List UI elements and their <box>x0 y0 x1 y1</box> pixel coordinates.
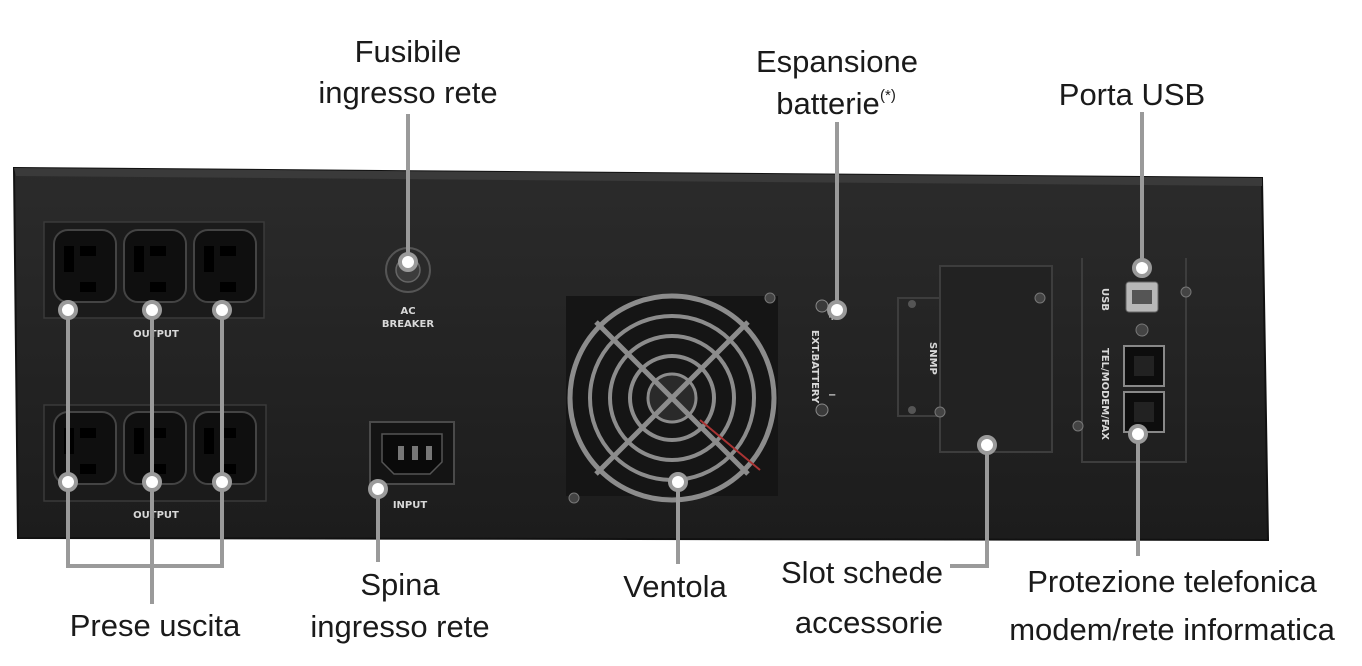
usb-tel-block: USB TEL/MODEM/FAX <box>1072 258 1192 463</box>
callout-dot <box>142 300 162 320</box>
callout-dot <box>1128 424 1148 444</box>
callout-slot: Slot schede accessorie <box>781 555 943 640</box>
callout-slot-line1: Slot schede <box>781 555 943 590</box>
callout-espansione-sup: (*) <box>880 87 896 104</box>
callout-dot <box>58 472 78 492</box>
callout-dot <box>142 472 162 492</box>
callout-ventola: Ventola <box>623 569 727 604</box>
callout-dot <box>1132 258 1152 278</box>
output-label-top: OUTPUT <box>133 329 179 340</box>
callout-usb-line1: Porta USB <box>1059 77 1205 112</box>
callout-fusibile: Fusibile ingresso rete <box>318 34 497 110</box>
callout-spina-line2: ingresso rete <box>310 609 489 644</box>
callout-dot <box>212 300 232 320</box>
callout-dot <box>58 300 78 320</box>
ac-breaker-label-2: BREAKER <box>382 319 434 330</box>
snmp-label: SNMP <box>927 342 938 375</box>
callout-fusibile-line1: Fusibile <box>355 34 462 69</box>
fan <box>566 292 778 504</box>
callout-protezione: Protezione telefonica modem/rete informa… <box>1009 564 1335 647</box>
leader-line-prese <box>66 310 224 568</box>
callout-dot <box>212 472 232 492</box>
ext-battery-label: EXT.BATTERY <box>809 330 820 404</box>
callout-protezione-line1: Protezione telefonica <box>1027 564 1317 599</box>
callout-usb: Porta USB <box>1059 77 1205 112</box>
leader-dots <box>58 252 1152 499</box>
input-socket: INPUT <box>369 421 455 511</box>
leader-line-slot <box>950 445 989 568</box>
socket-icon <box>53 229 117 303</box>
socket-icon <box>193 229 257 303</box>
callout-dot <box>827 300 847 320</box>
tel-label: TEL/MODEM/FAX <box>1099 348 1110 440</box>
callout-espansione-line2: batterie <box>776 86 879 121</box>
ext-battery-minus: − <box>828 390 836 401</box>
socket-icon <box>123 229 187 303</box>
callout-dot <box>368 479 388 499</box>
output-label-bottom: OUTPUT <box>133 510 179 521</box>
callout-spina-line1: Spina <box>360 567 440 602</box>
usb-label: USB <box>1099 288 1110 311</box>
callout-dot <box>977 435 997 455</box>
socket-icon <box>123 411 187 485</box>
socket-icon <box>193 411 257 485</box>
ac-breaker-label-1: AC <box>400 306 415 317</box>
callout-espansione: Espansione batterie (*) <box>756 44 918 121</box>
leader-lines <box>66 112 1144 604</box>
snmp-slot: SNMP <box>897 265 1053 453</box>
callout-prese-line1: Prese uscita <box>70 608 241 643</box>
callout-slot-line2: accessorie <box>795 605 943 640</box>
callout-dot <box>668 472 688 492</box>
callout-espansione-line1: Espansione <box>756 44 918 79</box>
callout-protezione-line2: modem/rete informatica <box>1009 612 1335 647</box>
callout-dot <box>398 252 418 272</box>
callout-ventola-line1: Ventola <box>623 569 727 604</box>
callout-spina: Spina ingresso rete <box>310 567 489 644</box>
callout-fusibile-line2: ingresso rete <box>318 75 497 110</box>
input-label: INPUT <box>393 500 428 511</box>
callout-prese: Prese uscita <box>70 608 241 643</box>
